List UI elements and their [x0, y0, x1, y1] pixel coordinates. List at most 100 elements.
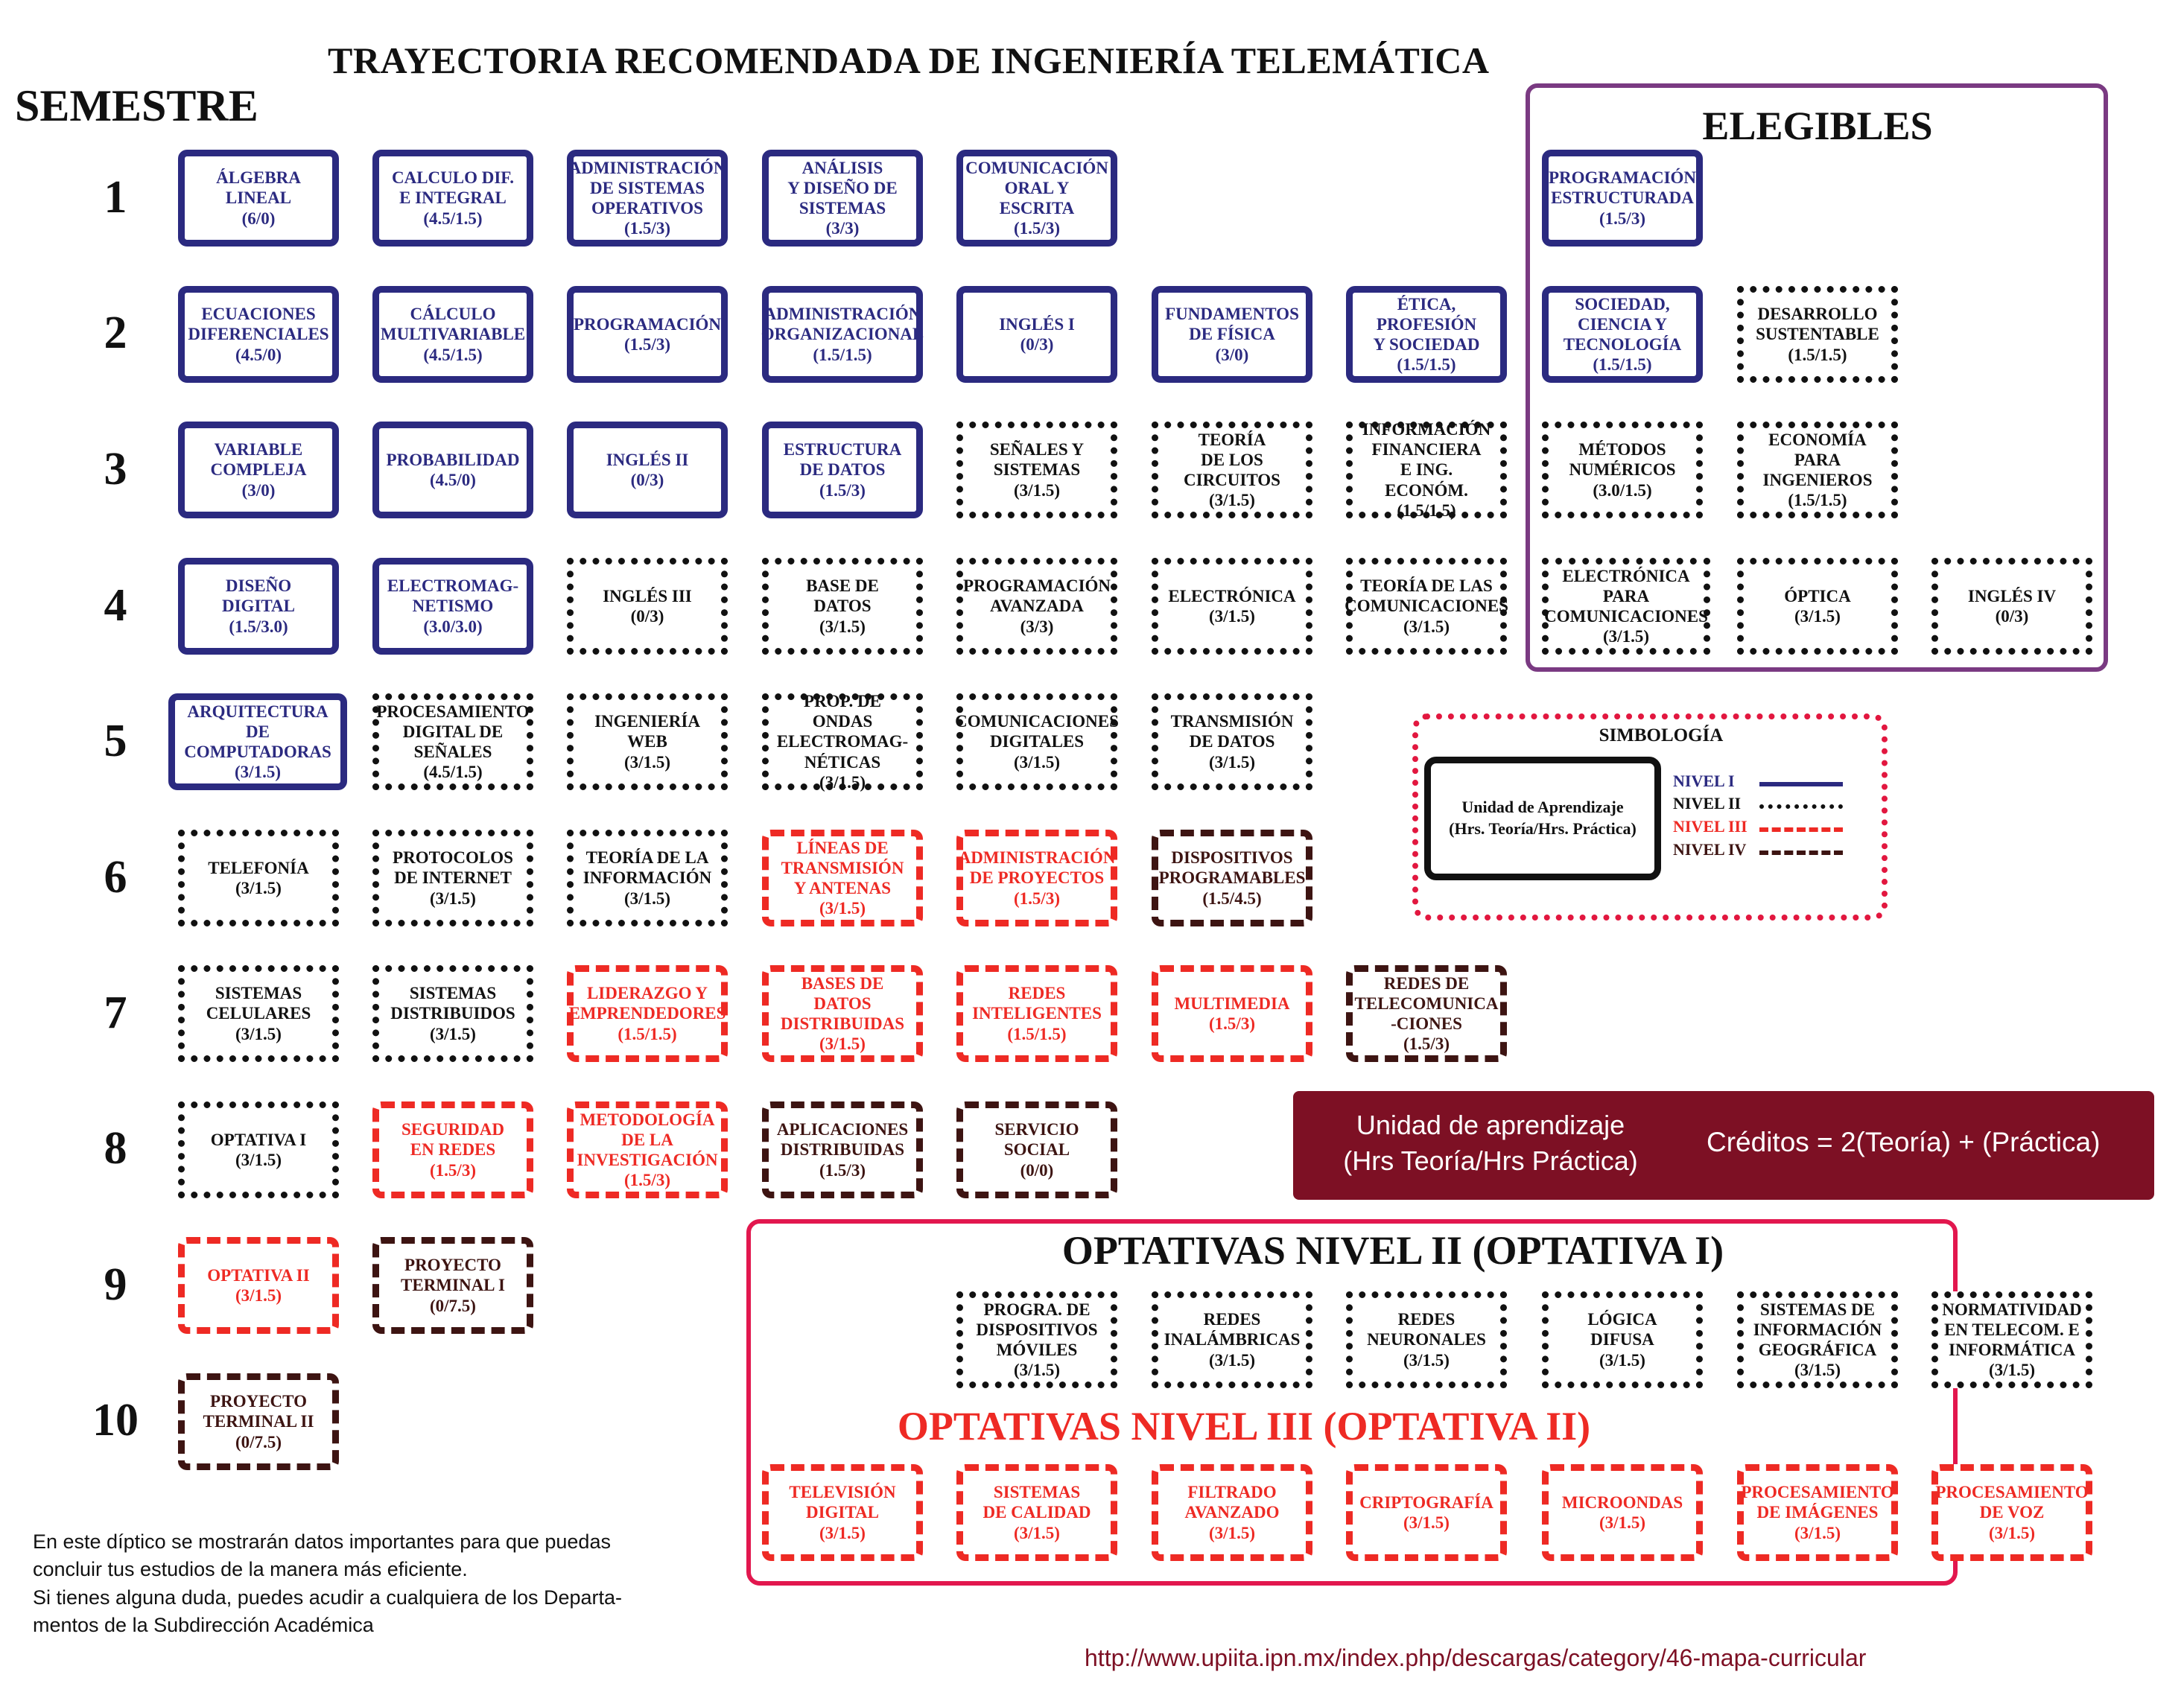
semester-number: 8	[104, 1123, 127, 1174]
course-card: ECUACIONES DIFERENCIALES (4.5/0)	[178, 286, 339, 383]
course-card: ÁLGEBRA LINEAL (6/0)	[178, 150, 339, 247]
banner-unit-text: Unidad de aprendizaje (Hrs Teoría/Hrs Pr…	[1343, 1110, 1638, 1176]
course-card: REDES INTELIGENTES (1.5/1.5)	[956, 965, 1117, 1062]
credits-banner: Unidad de aprendizaje (Hrs Teoría/Hrs Pr…	[1293, 1091, 2154, 1200]
course-card: BASES DE DATOS DISTRIBUIDAS (3/1.5)	[762, 965, 923, 1062]
optativas-panel	[746, 1219, 1958, 1586]
course-card: TELEFONÍA (3/1.5)	[178, 830, 339, 926]
semester-number: 10	[92, 1395, 139, 1446]
course-card: FUNDAMENTOS DE FÍSICA (3/0)	[1152, 286, 1312, 383]
course-card: PROGRAMACIÓN (1.5/3)	[567, 286, 728, 383]
course-card: PROP. DE ONDAS ELECTROMAG- NÉTICAS (3/1.…	[762, 692, 923, 792]
course-card: INGENIERÍA WEB (3/1.5)	[567, 693, 728, 790]
course-card: PROGRAMACIÓN AVANZADA (3/3)	[956, 558, 1117, 655]
course-card: INGLÉS III (0/3)	[567, 558, 728, 655]
course-card: TEORÍA DE LA INFORMACIÓN (3/1.5)	[567, 830, 728, 926]
course-card: PROYECTO TERMINAL I (0/7.5)	[372, 1237, 533, 1334]
course-card: VARIABLE COMPLEJA (3/0)	[178, 422, 339, 518]
course-card: ADMINISTRACIÓN ORGANIZACIONAL (1.5/1.5)	[761, 286, 924, 383]
course-card: INGLÉS II (0/3)	[567, 422, 728, 518]
footer-note: En este díptico se mostrarán datos impor…	[33, 1530, 623, 1636]
course-card: APLICACIONES DISTRIBUIDAS (1.5/3)	[762, 1101, 923, 1198]
course-card: PROBABILIDAD (4.5/0)	[372, 422, 533, 518]
elective-card: SOCIEDAD, CIENCIA Y TECNOLOGÍA (1.5/1.5)	[1542, 286, 1703, 383]
optative-card: LÓGICA DIFUSA (3/1.5)	[1542, 1291, 1703, 1388]
elective-card: ECONOMÍA PARA INGENIEROS (1.5/1.5)	[1737, 422, 1898, 518]
elective-card: ELECTRÓNICA PARA COMUNICACIONES (3/1.5)	[1542, 558, 1710, 655]
course-card: SEGURIDAD EN REDES (1.5/3)	[372, 1101, 533, 1198]
course-card: CÁLCULO MULTIVARIABLE (4.5/1.5)	[372, 286, 533, 383]
elegibles-panel	[1526, 83, 2108, 672]
legend-title: SIMBOLOGÍA	[1599, 725, 1724, 745]
course-card: INFORMACIÓN FINANCIERA E ING. ECONÓM. (1…	[1346, 420, 1507, 520]
legend-level-4-line	[1759, 850, 1843, 855]
course-card: ESTRUCTURA DE DATOS (1.5/3)	[762, 422, 923, 518]
semester-number: 9	[104, 1259, 127, 1310]
elegibles-title: ELEGIBLES	[1702, 104, 1933, 148]
optative-card: REDES INALÁMBRICAS (3/1.5)	[1152, 1291, 1312, 1388]
legend-panel	[1412, 713, 1888, 921]
course-card: SEÑALES Y SISTEMAS (3/1.5)	[956, 422, 1117, 518]
legend-level-3-label: NIVEL III	[1673, 817, 1747, 836]
banner-formula-text: Créditos = 2(Teoría) + (Práctica)	[1707, 1127, 2101, 1157]
course-card: COMUNICACIONES DIGITALES (3/1.5)	[955, 693, 1119, 790]
semester-number: 1	[104, 172, 127, 223]
semester-number: 5	[104, 716, 127, 766]
course-card: BASE DE DATOS (3/1.5)	[762, 558, 923, 655]
legend-sample-card: Unidad de Aprendizaje (Hrs. Teoría/Hrs. …	[1424, 757, 1661, 880]
course-card: TEORÍA DE LAS COMUNICACIONES (3/1.5)	[1345, 558, 1508, 655]
legend-level-2-line	[1759, 804, 1843, 809]
optative-card: REDES NEURONALES (3/1.5)	[1346, 1291, 1507, 1388]
course-card: LIDERAZGO Y EMPRENDEDORES (1.5/1.5)	[567, 965, 728, 1062]
course-card: PROCESAMIENTO DIGITAL DE SEÑALES (4.5/1.…	[372, 693, 533, 790]
course-card: OPTATIVA II (3/1.5)	[178, 1237, 339, 1334]
optativas-nivel-3-title: OPTATIVAS NIVEL III (OPTATIVA II)	[897, 1404, 1591, 1449]
optative-card: FILTRADO AVANZADO (3/1.5)	[1152, 1464, 1312, 1561]
footer-url-link[interactable]: http://www.upiita.ipn.mx/index.php/desca…	[1085, 1644, 1867, 1671]
course-card: ANÁLISIS Y DISEÑO DE SISTEMAS (3/3)	[762, 150, 923, 247]
course-card: METODOLOGÍA DE LA INVESTIGACIÓN (1.5/3)	[567, 1101, 728, 1198]
course-card: SERVICIO SOCIAL (0/0)	[956, 1101, 1117, 1198]
elective-card: ÓPTICA (3/1.5)	[1737, 558, 1898, 655]
semester-number: 7	[104, 988, 127, 1038]
course-card: ELECTROMAG- NETISMO (3.0/3.0)	[372, 558, 533, 655]
course-card: PROYECTO TERMINAL II (0/7.5)	[178, 1373, 339, 1470]
elective-card: PROGRAMACIÓN ESTRUCTURADA (1.5/3)	[1542, 150, 1703, 247]
legend-level-3-line	[1759, 827, 1843, 832]
course-card: SISTEMAS CELULARES (3/1.5)	[178, 965, 339, 1062]
semester-heading: SEMESTRE	[15, 81, 258, 130]
semester-number: 2	[104, 308, 127, 358]
course-card: PROTOCOLOS DE INTERNET (3/1.5)	[372, 830, 533, 926]
semester-number: 4	[104, 580, 127, 631]
page-title: TRAYECTORIA RECOMENDADA DE INGENIERÍA TE…	[328, 39, 1490, 81]
course-card: TRANSMISIÓN DE DATOS (3/1.5)	[1152, 693, 1312, 790]
elective-card: INGLÉS IV (0/3)	[1931, 558, 2092, 655]
semester-number: 6	[104, 852, 127, 903]
optative-card: TELEVISIÓN DIGITAL (3/1.5)	[762, 1464, 923, 1561]
course-card: ADMINISTRACIÓN DE PROYECTOS (1.5/3)	[956, 830, 1117, 926]
course-card: COMUNICACIÓN ORAL Y ESCRITA (1.5/3)	[956, 150, 1117, 247]
course-card: ADMINISTRACIÓN DE SISTEMAS OPERATIVOS (1…	[567, 150, 728, 247]
course-card: INGLÉS I (0/3)	[956, 286, 1117, 383]
course-card: SISTEMAS DISTRIBUIDOS (3/1.5)	[372, 965, 533, 1062]
course-card: DISPOSITIVOS PROGRAMABLES (1.5/4.5)	[1152, 830, 1312, 926]
optative-card: SISTEMAS DE INFORMACIÓN GEOGRÁFICA (3/1.…	[1737, 1291, 1898, 1388]
course-card: ÉTICA, PROFESIÓN Y SOCIEDAD (1.5/1.5)	[1346, 286, 1507, 383]
course-card: MULTIMEDIA (1.5/3)	[1152, 965, 1312, 1062]
optative-card: NORMATIVIDAD EN TELECOM. E INFORMÁTICA (…	[1931, 1291, 2092, 1388]
legend-level-4-label: NIVEL IV	[1673, 840, 1747, 859]
optative-card: PROGRA. DE DISPOSITIVOS MÓVILES (3/1.5)	[956, 1291, 1117, 1388]
legend-level-1-label: NIVEL I	[1673, 772, 1735, 790]
course-card: DISEÑO DIGITAL (1.5/3.0)	[178, 558, 339, 655]
course-card: OPTATIVA I (3/1.5)	[178, 1101, 339, 1198]
optative-card: MICROONDAS (3/1.5)	[1542, 1464, 1703, 1561]
optativas-nivel-2-title: OPTATIVAS NIVEL II (OPTATIVA I)	[1061, 1228, 1724, 1273]
elective-card: DESARROLLO SUSTENTABLE (1.5/1.5)	[1737, 286, 1898, 383]
semester-number: 3	[104, 444, 127, 495]
optative-card: PROCESAMIENTO DE IMÁGENES (3/1.5)	[1737, 1464, 1898, 1561]
course-card: REDES DE TELECOMUNICA -CIONES (1.5/3)	[1346, 965, 1507, 1062]
legend-level-1-line	[1759, 782, 1843, 786]
course-card: ELECTRÓNICA (3/1.5)	[1152, 558, 1312, 655]
optative-card: SISTEMAS DE CALIDAD (3/1.5)	[956, 1464, 1117, 1561]
optative-card: PROCESAMIENTO DE VOZ (3/1.5)	[1931, 1464, 2092, 1561]
